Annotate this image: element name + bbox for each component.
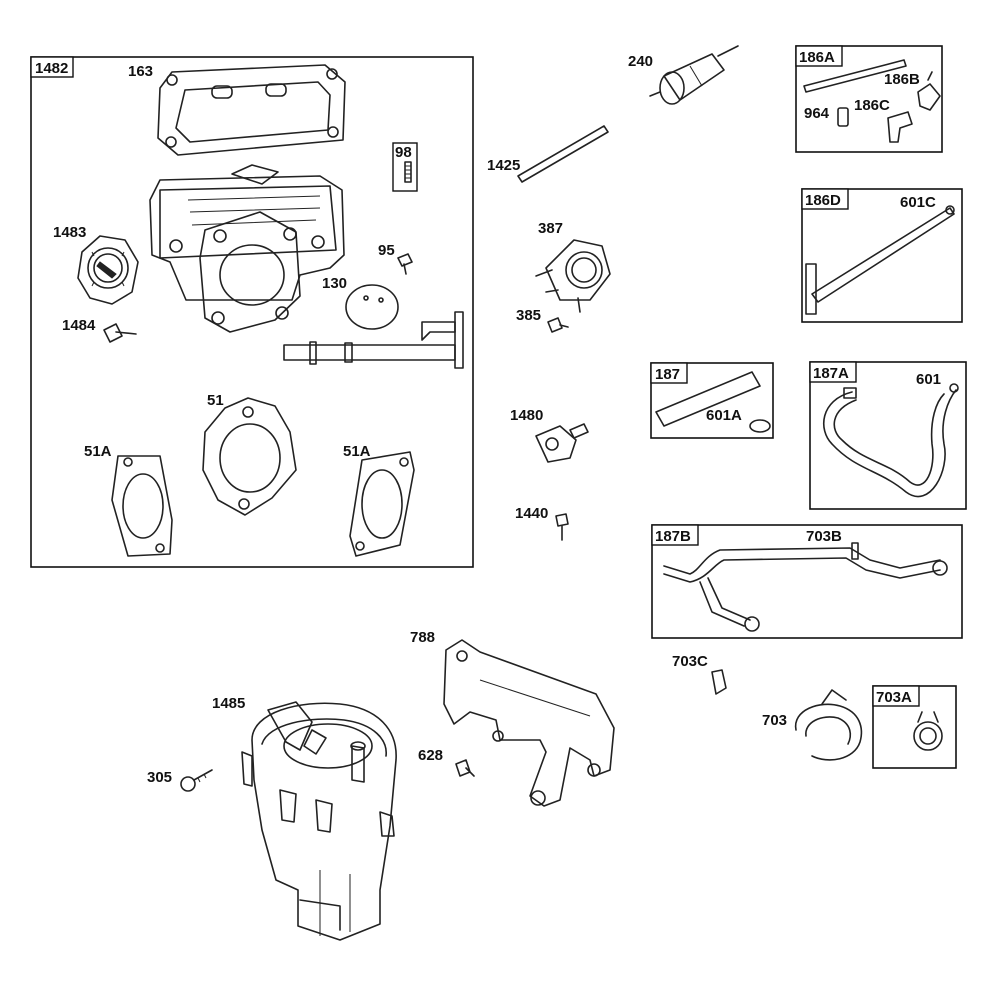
label-385: 385 <box>516 307 541 324</box>
clamp-703[interactable] <box>794 689 863 761</box>
label-703C: 703C <box>672 653 708 670</box>
label-98: 98 <box>395 144 412 161</box>
frame-label-186D: 186D <box>805 192 841 209</box>
hose-186A[interactable] <box>803 59 907 93</box>
label-601: 601 <box>916 371 941 388</box>
label-1480: 1480 <box>510 407 543 424</box>
gasket-51[interactable] <box>202 397 297 516</box>
frame-1482: 1482 <box>30 56 474 568</box>
frame-label-1482: 1482 <box>35 60 68 77</box>
label-1485: 1485 <box>212 695 245 712</box>
screw-98[interactable] <box>392 142 418 192</box>
clamp-703A[interactable] <box>913 711 943 751</box>
label-703B: 703B <box>806 528 842 545</box>
label-163: 163 <box>128 63 153 80</box>
frame-label-186A: 186A <box>799 49 835 66</box>
label-51A-right: 51A <box>343 443 371 460</box>
label-628: 628 <box>418 747 443 764</box>
hose-187[interactable] <box>655 371 761 427</box>
label-601A: 601A <box>706 407 742 424</box>
label-51A-left: 51A <box>84 443 112 460</box>
line-601C[interactable] <box>805 205 955 315</box>
label-305: 305 <box>147 769 172 786</box>
fuel-pump-387[interactable] <box>535 239 611 313</box>
fuel-line-703B[interactable] <box>663 542 948 632</box>
screw-305[interactable] <box>180 769 213 792</box>
spacer-964[interactable] <box>837 107 849 127</box>
label-788: 788 <box>410 629 435 646</box>
label-1440: 1440 <box>515 505 548 522</box>
label-964: 964 <box>804 105 830 122</box>
frame-187A: 187A <box>809 361 967 510</box>
frame-label-703A: 703A <box>876 689 912 706</box>
clip-703C[interactable] <box>711 669 727 695</box>
frame-186D: 186D <box>801 188 963 323</box>
hose-1425[interactable] <box>517 125 609 183</box>
fitting-186C[interactable] <box>887 111 913 143</box>
label-51: 51 <box>207 392 224 409</box>
label-95: 95 <box>378 242 395 259</box>
label-601C: 601C <box>900 194 936 211</box>
clamp-601A[interactable] <box>749 419 771 433</box>
cover-1483[interactable] <box>77 235 139 305</box>
label-130: 130 <box>322 275 347 292</box>
frame-label-187B: 187B <box>655 528 691 545</box>
label-1484: 1484 <box>62 317 96 334</box>
gasket-163[interactable] <box>157 64 346 156</box>
throttle-plate-130[interactable] <box>345 284 399 330</box>
screw-1440[interactable] <box>555 513 569 541</box>
frame-label-187: 187 <box>655 366 680 383</box>
fuel-filter-240[interactable] <box>649 45 739 105</box>
frame-187B: 187B <box>651 524 963 639</box>
label-186C: 186C <box>854 97 890 114</box>
gasket-51A-right[interactable] <box>349 451 415 557</box>
carburetor-body[interactable] <box>149 164 345 333</box>
label-387: 387 <box>538 220 563 237</box>
label-186B: 186B <box>884 71 920 88</box>
frame-label-187A: 187A <box>813 365 849 382</box>
label-1483: 1483 <box>53 224 86 241</box>
bracket-788[interactable] <box>443 639 615 807</box>
frame-186A: 186A <box>795 45 943 153</box>
screw-628[interactable] <box>455 759 475 777</box>
label-240: 240 <box>628 53 653 70</box>
fuel-module-1485[interactable] <box>241 701 397 941</box>
frame-703A: 703A <box>872 685 957 769</box>
label-703: 703 <box>762 712 787 729</box>
fitting-186B[interactable] <box>917 71 941 111</box>
frame-187: 187 <box>650 362 774 439</box>
hose-187A[interactable] <box>822 383 959 498</box>
screw-95[interactable] <box>397 253 413 275</box>
screw-385[interactable] <box>547 317 569 333</box>
screw-1484[interactable] <box>103 323 137 343</box>
fitting-1480[interactable] <box>535 423 589 463</box>
label-1425: 1425 <box>487 157 520 174</box>
gasket-51A-left[interactable] <box>111 455 173 557</box>
throttle-shaft[interactable] <box>283 311 464 369</box>
